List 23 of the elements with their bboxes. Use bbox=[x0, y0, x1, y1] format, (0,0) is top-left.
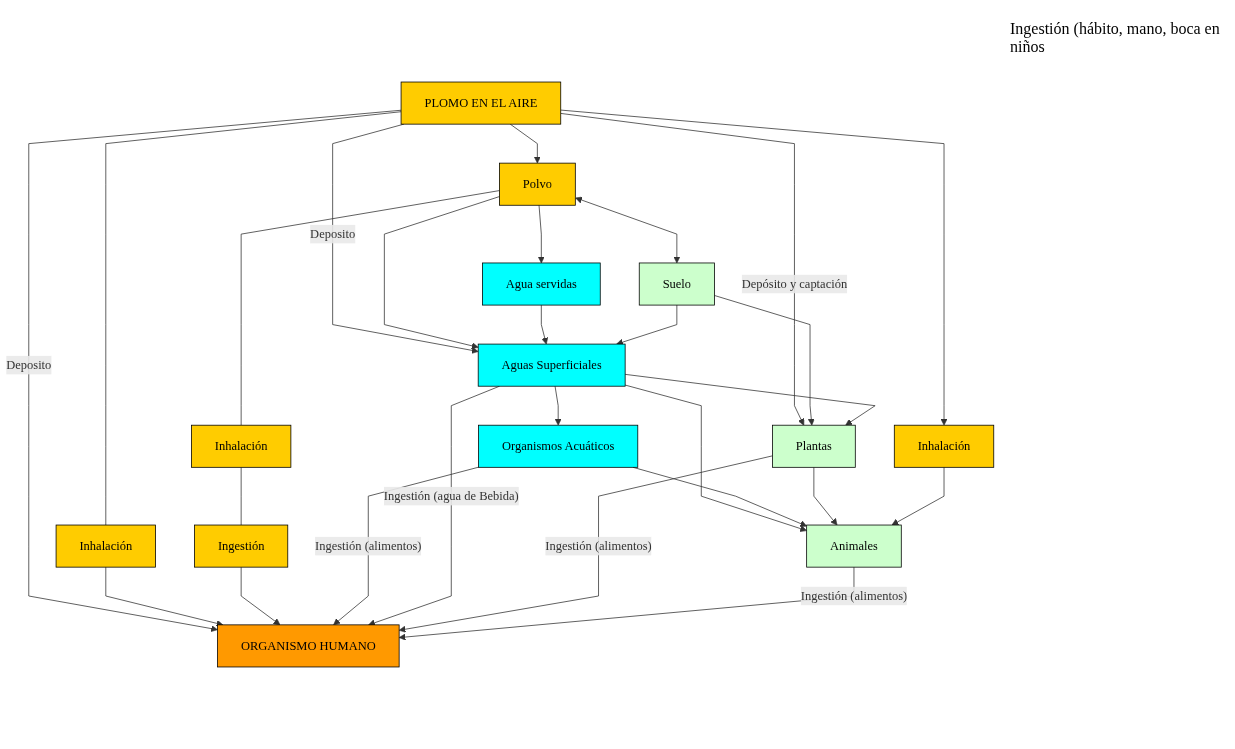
node-box: Aguas Superficiales bbox=[477, 343, 626, 387]
edge-label: Deposito bbox=[6, 358, 52, 372]
connector bbox=[240, 466, 242, 526]
node-box: Agua servidas bbox=[482, 262, 601, 306]
edge-label: Depósito y captación bbox=[741, 277, 848, 291]
note-text: Ingestión (hábito, mano, boca en niños bbox=[1010, 20, 1221, 56]
node-box: Inhalación bbox=[191, 424, 292, 468]
node-box: ORGANISMO HUMANO bbox=[217, 624, 400, 668]
node-box: Ingestión bbox=[194, 524, 289, 568]
node-box: PLOMO EN EL AIRE bbox=[400, 81, 562, 125]
edge-label: Deposito bbox=[310, 227, 356, 241]
node-box: Polvo bbox=[499, 162, 576, 206]
node-box: Animales bbox=[806, 524, 902, 568]
node-box: Plantas bbox=[772, 424, 856, 468]
edge-label: Ingestión (alimentos) bbox=[545, 539, 652, 553]
node-box: Organismos Acuáticos bbox=[478, 424, 639, 468]
connector bbox=[105, 111, 402, 526]
edge-label: Ingestión (alimentos) bbox=[315, 539, 422, 553]
node-box: Inhalación bbox=[893, 424, 995, 468]
node-box: Inhalación bbox=[55, 524, 156, 568]
edge-label: Ingestión (agua de Bebida) bbox=[383, 489, 519, 503]
node-box: Suelo bbox=[638, 262, 715, 306]
edge-label: Ingestión (alimentos) bbox=[800, 588, 908, 603]
